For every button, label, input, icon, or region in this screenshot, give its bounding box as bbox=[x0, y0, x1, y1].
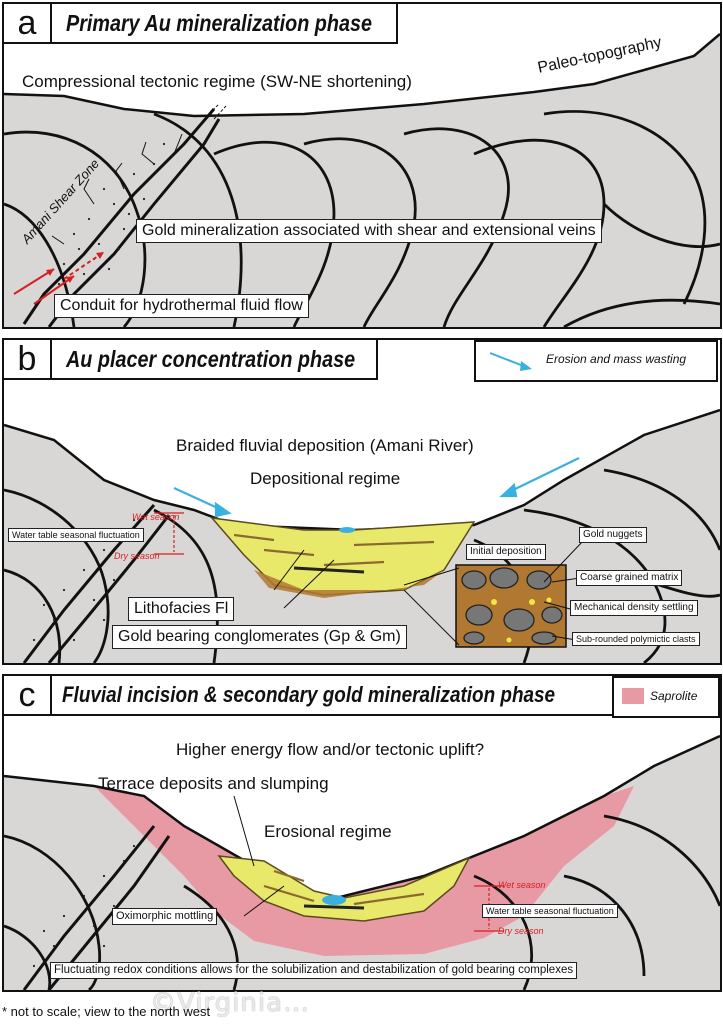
panel-c-legend: Saprolite bbox=[612, 676, 720, 718]
water-table-c: Water table seasonal fluctuation bbox=[482, 904, 618, 919]
dry-season-b: Dry season bbox=[114, 551, 160, 561]
lithofacies-label: Lithofacies Fl bbox=[128, 597, 235, 622]
saprolite-swatch bbox=[622, 688, 644, 704]
panel-b-title: Au placer concentration phase bbox=[66, 346, 356, 372]
redox-label: Fluctuating redox conditions allows for … bbox=[50, 962, 578, 980]
panel-b-title-bar bbox=[46, 340, 378, 380]
coarse-matrix-label: Coarse grained matrix bbox=[576, 570, 683, 586]
depositional-regime-label: Depositional regime bbox=[250, 469, 401, 488]
blue-arrow-icon bbox=[489, 352, 532, 371]
panel-a-geology bbox=[4, 4, 720, 327]
panel-c-geology bbox=[4, 676, 720, 990]
initial-deposition-label: Initial deposition bbox=[466, 544, 546, 560]
legend-saprolite: Saprolite bbox=[650, 689, 698, 703]
panel-c-title-bar bbox=[46, 676, 616, 716]
conglomerates-label: Gold bearing conglomerates (Gp & Gm) bbox=[112, 625, 407, 650]
footer-note: * not to scale; view to the north west bbox=[2, 1004, 211, 1019]
panel-b-letter: b bbox=[4, 340, 52, 380]
conduit-label: Conduit for hydrothermal fluid flow bbox=[54, 294, 309, 319]
wet-season-b: Wet season bbox=[132, 512, 180, 522]
legend-erosion: Erosion and mass wasting bbox=[546, 352, 687, 366]
wet-season-c: Wet season bbox=[498, 880, 546, 890]
panel-a-title: Primary Au mineralization phase bbox=[66, 10, 372, 36]
panel-c: c Fluvial incision & secondary gold mine… bbox=[2, 674, 722, 992]
gold-mineralization-label: Gold mineralization associated with shea… bbox=[136, 219, 602, 244]
clasts-label: Sub-rounded polymictic clasts bbox=[572, 632, 700, 647]
panel-a-title-bar bbox=[46, 4, 398, 44]
panel-c-title: Fluvial incision & secondary gold minera… bbox=[62, 682, 556, 707]
energy-label: Higher energy flow and/or tectonic uplif… bbox=[176, 740, 485, 759]
panel-a-letter: a bbox=[4, 4, 52, 44]
regime-label: Compressional tectonic regime (SW-NE sho… bbox=[22, 72, 412, 91]
dry-season-c: Dry season bbox=[498, 926, 544, 936]
erosional-regime-label: Erosional regime bbox=[264, 822, 392, 841]
panel-b: b Au placer concentration phase Erosion … bbox=[2, 338, 722, 665]
water-table-b: Water table seasonal fluctuation bbox=[8, 528, 144, 543]
terrace-label: Terrace deposits and slumping bbox=[98, 774, 329, 793]
oximorphic-label: Oximorphic mottling bbox=[112, 908, 218, 925]
panel-a: a Primary Au mineralization phase Compre… bbox=[2, 2, 722, 329]
panel-c-letter: c bbox=[4, 676, 52, 716]
watermark: ©Virginia… bbox=[150, 988, 311, 1018]
gold-nuggets-label: Gold nuggets bbox=[579, 527, 647, 543]
density-settling-label: Mechanical density settling bbox=[570, 600, 698, 616]
panel-b-legend: Erosion and mass wasting bbox=[474, 340, 718, 382]
fluvial-label: Braided fluvial deposition (Amani River) bbox=[176, 436, 474, 455]
